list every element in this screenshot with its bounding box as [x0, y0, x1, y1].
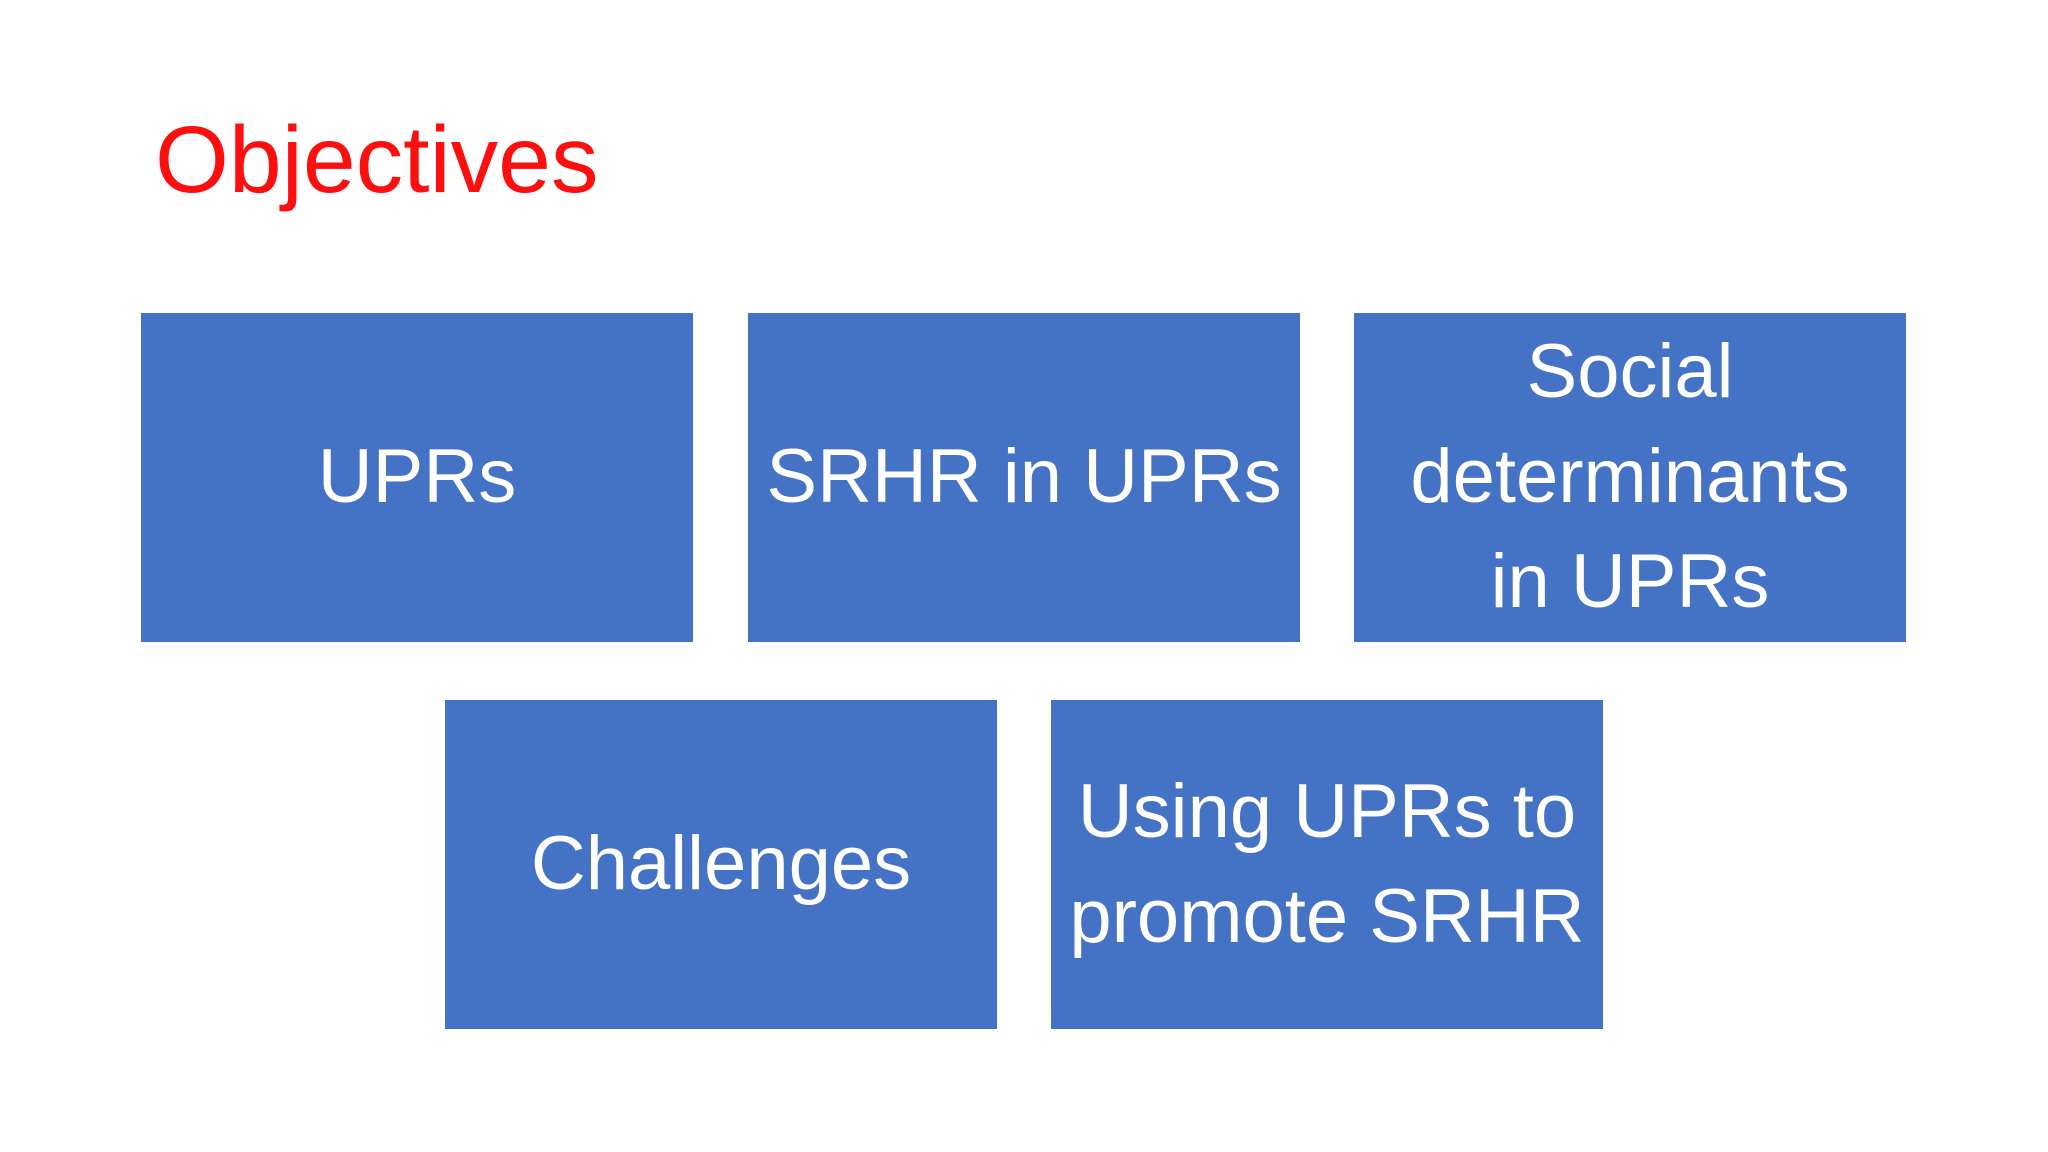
objective-box-challenges: Challenges: [445, 700, 997, 1029]
objective-box-using-uprs-to-promote-srhr-label: Using UPRs to promote SRHR: [1069, 768, 1585, 959]
objective-box-uprs: UPRs: [141, 313, 693, 642]
objective-box-uprs-label: UPRs: [317, 434, 517, 520]
objective-box-using-uprs-to-promote-srhr: Using UPRs to promote SRHR: [1051, 700, 1603, 1029]
objective-box-srhr-in-uprs-label: SRHR in UPRs: [766, 434, 1282, 520]
objective-box-social-determinants-in-uprs: Social determinants in UPRs: [1354, 313, 1906, 642]
objective-box-challenges-label: Challenges: [530, 821, 912, 907]
objective-box-social-determinants-in-uprs-label: Social determinants in UPRs: [1410, 329, 1850, 624]
slide-title: Objectives: [155, 107, 599, 213]
objective-box-srhr-in-uprs: SRHR in UPRs: [748, 313, 1300, 642]
